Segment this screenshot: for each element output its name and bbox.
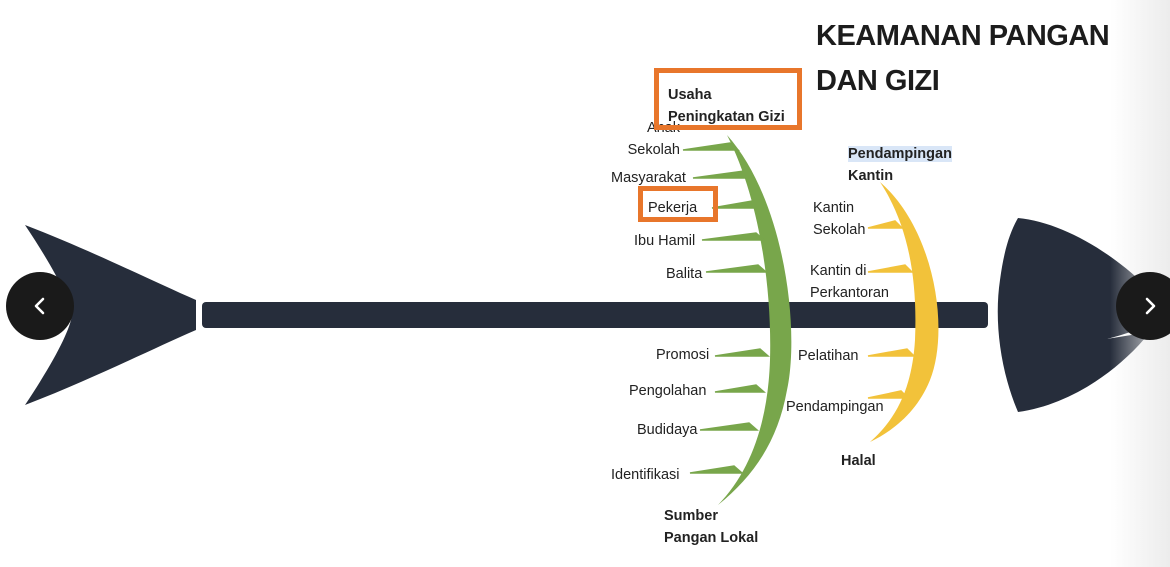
page-title: KEAMANAN PANGAN DAN GIZI [816, 14, 1110, 104]
label-pengolahan: Pengolahan [629, 383, 707, 399]
yellow-top-heading: Pendampingan Kantin [848, 143, 952, 187]
label-masyarakat: Masyarakat [611, 170, 686, 186]
label-line: Sekolah [627, 142, 680, 158]
label-line: Sekolah [813, 222, 866, 238]
rib-spike [867, 348, 916, 357]
rib-spike [689, 465, 744, 474]
rib-spike [867, 264, 914, 273]
prev-slide-button[interactable] [6, 272, 74, 340]
label-identifikasi: Identifikasi [611, 467, 680, 483]
label-line: Perkantoran [810, 285, 889, 301]
rib-spike [699, 422, 759, 431]
rib-spike [867, 220, 904, 229]
next-slide-button[interactable] [1116, 272, 1170, 340]
label-pekerja: Pekerja [648, 200, 698, 216]
green-top-heading: Usaha Peningkatan Gizi [668, 84, 785, 128]
rib-spike [714, 348, 770, 357]
label-kantin-perkantoran: Kantin di Perkantoran [810, 260, 889, 304]
rib-spike [714, 384, 766, 393]
label-line: Kantin [813, 200, 855, 216]
heading-line: Kantin [848, 168, 894, 184]
title-line-1: KEAMANAN PANGAN [816, 20, 1110, 52]
green-bone [718, 135, 792, 505]
title-line-2: DAN GIZI [816, 65, 940, 97]
highlight-box-pekerja [638, 186, 718, 222]
chevron-left-icon [34, 297, 45, 315]
green-bottom-heading: Sumber Pangan Lokal [664, 505, 758, 549]
label-promosi: Promosi [656, 347, 710, 363]
heading-line: Pangan Lokal [664, 530, 759, 546]
rib-spike [867, 390, 910, 399]
heading-line: Peningkatan Gizi [668, 109, 785, 125]
fish-tail [25, 225, 196, 405]
rib-spike [692, 170, 754, 179]
heading-line: Pendampingan [848, 146, 952, 162]
label-pendampingan: Pendampingan [786, 399, 884, 415]
highlight-box-usaha [654, 68, 802, 130]
label-line: Kantin di [810, 263, 867, 279]
rib-spike [682, 142, 740, 151]
fish-spine [202, 302, 988, 328]
label-kantin-sekolah: Kantin Sekolah [813, 197, 865, 241]
yellow-bottom-heading: Halal [841, 453, 876, 469]
heading-line: Sumber [664, 508, 718, 524]
label-budidaya: Budidaya [637, 422, 698, 438]
chevron-right-icon [1145, 297, 1156, 315]
label-ibu-hamil: Ibu Hamil [634, 233, 696, 249]
label-pelatihan: Pelatihan [798, 348, 859, 364]
label-balita: Balita [666, 266, 703, 282]
rib-spike [711, 200, 762, 209]
rib-spike [701, 232, 766, 241]
yellow-bone [870, 182, 939, 442]
heading-line: Usaha [668, 87, 712, 103]
rib-spike [705, 264, 768, 273]
